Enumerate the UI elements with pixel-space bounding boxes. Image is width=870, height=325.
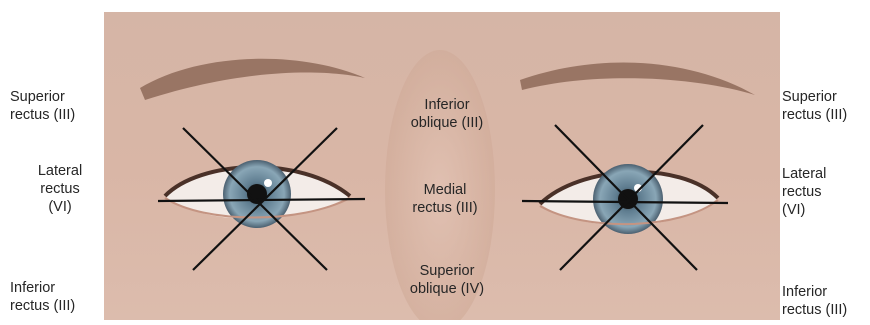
left-inferior-rectus-label: Inferior rectus (III) xyxy=(10,279,75,315)
inferior-oblique-label: Inferior oblique (III) xyxy=(411,96,484,132)
left-lateral-rectus-label: Lateral rectus (VI) xyxy=(38,162,82,216)
superior-oblique-label: Superior oblique (IV) xyxy=(410,262,484,298)
left-superior-rectus-label: Superior rectus (III) xyxy=(10,88,75,124)
medial-rectus-label: Medial rectus (III) xyxy=(412,181,477,217)
right-superior-rectus-label: Superior rectus (III) xyxy=(782,88,847,124)
right-inferior-rectus-label: Inferior rectus (III) xyxy=(782,283,847,319)
right-lateral-rectus-label: Lateral rectus (VI) xyxy=(782,165,826,219)
